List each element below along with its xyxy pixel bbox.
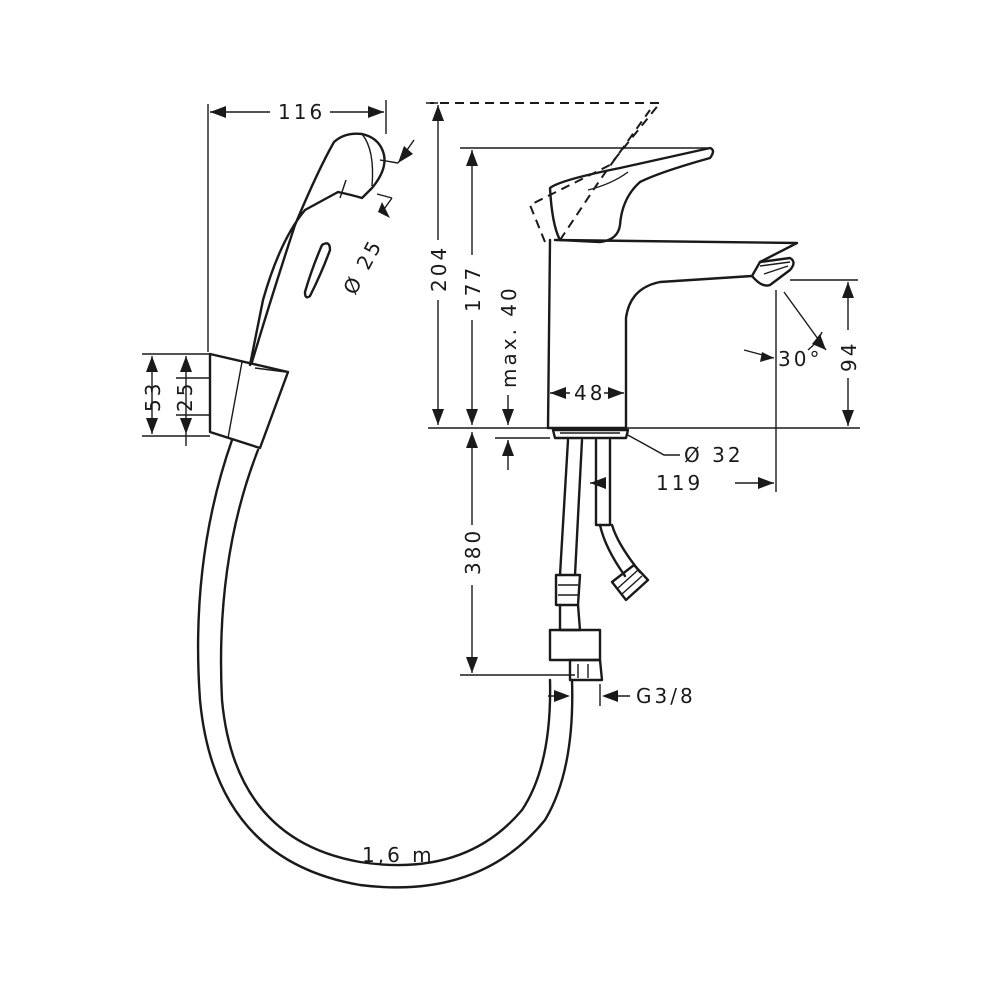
dimension-labels: 116 Ø 25 53 25 204 177 max. 40 48 30° 94… xyxy=(141,100,861,867)
label-32-diameter: Ø 32 xyxy=(684,443,744,467)
label-94: 94 xyxy=(837,341,861,372)
label-spray-diameter: Ø 25 xyxy=(338,234,387,298)
dimension-lines xyxy=(142,100,860,706)
label-177: 177 xyxy=(461,265,485,312)
label-204: 204 xyxy=(427,245,451,292)
wall-holder xyxy=(208,352,290,450)
hand-shower xyxy=(248,132,386,373)
label-max-40: max. 40 xyxy=(497,285,521,388)
label-g38: G3/8 xyxy=(636,684,696,708)
label-25: 25 xyxy=(173,381,197,412)
label-30-degree: 30° xyxy=(778,347,822,371)
label-380: 380 xyxy=(461,528,485,575)
label-116: 116 xyxy=(278,100,325,124)
label-53: 53 xyxy=(141,381,165,412)
shower-hose xyxy=(196,438,574,889)
mixer-tap xyxy=(430,102,799,682)
label-48: 48 xyxy=(574,381,605,405)
label-119: 119 xyxy=(656,471,703,495)
label-hose-length: 1,6 m xyxy=(362,843,435,867)
